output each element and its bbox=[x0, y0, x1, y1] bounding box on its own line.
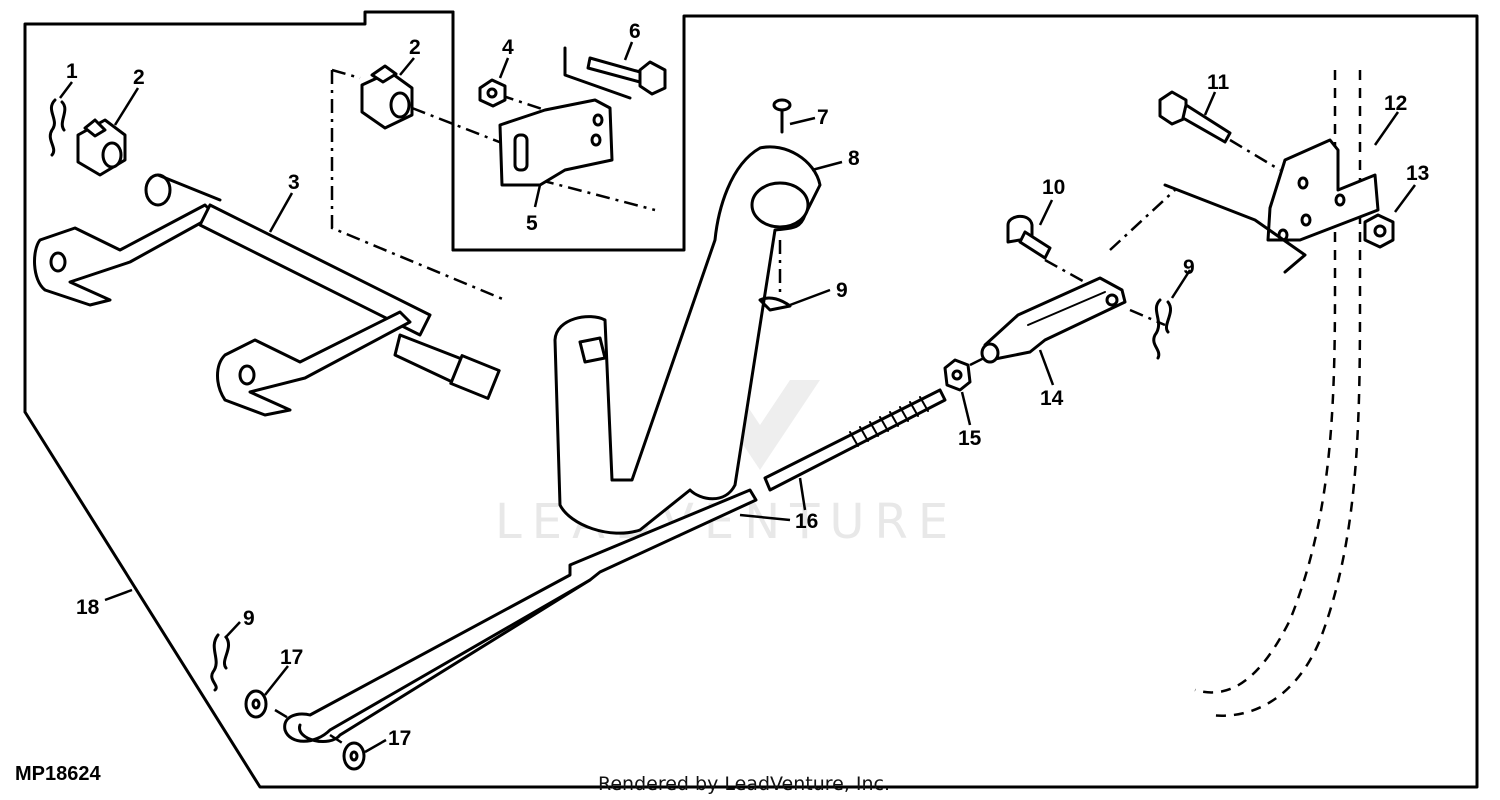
washer-17-bottom bbox=[342, 741, 366, 771]
callout-17-top: 17 bbox=[280, 646, 303, 669]
leader-lines bbox=[59, 41, 1417, 754]
callout-14: 14 bbox=[1040, 387, 1064, 410]
nut-15 bbox=[943, 358, 972, 392]
clevis-14 bbox=[980, 276, 1127, 364]
render-credit: Rendered by LeadVenture, Inc. bbox=[598, 773, 890, 795]
callout-1: 1 bbox=[66, 60, 78, 83]
cotter-pin-9-middle bbox=[758, 296, 792, 312]
nut-4 bbox=[478, 78, 507, 108]
rod-16 bbox=[283, 388, 947, 744]
callout-12: 12 bbox=[1384, 92, 1407, 115]
bolt-10 bbox=[1006, 214, 1052, 260]
callout-17-bottom: 17 bbox=[388, 727, 411, 750]
callout-11: 11 bbox=[1207, 71, 1230, 94]
cotter-pin-9-left bbox=[210, 633, 231, 692]
figure-code: MP18624 bbox=[15, 763, 101, 785]
callout-2-left: 2 bbox=[133, 66, 145, 89]
callout-13: 13 bbox=[1406, 162, 1429, 185]
bolt-6 bbox=[563, 46, 667, 100]
callout-15: 15 bbox=[958, 427, 982, 450]
callout-5: 5 bbox=[526, 212, 538, 235]
callout-9-right: 9 bbox=[1183, 256, 1195, 279]
callout-2-top: 2 bbox=[409, 36, 421, 59]
clevis-pin-7 bbox=[772, 98, 792, 134]
callouts: 1 2 2 3 4 5 6 7 8 9 9 9 10 11 12 13 14 1… bbox=[66, 20, 1429, 750]
callout-6: 6 bbox=[629, 20, 641, 43]
cotter-pin-9-right bbox=[1152, 298, 1173, 360]
pedal-8 bbox=[553, 145, 822, 535]
callout-8: 8 bbox=[848, 147, 860, 170]
callout-4: 4 bbox=[502, 36, 514, 59]
callout-9-middle: 9 bbox=[836, 279, 848, 302]
callout-3: 3 bbox=[288, 171, 300, 194]
collar-top bbox=[360, 64, 414, 130]
bracket-5 bbox=[498, 98, 614, 187]
collar-left bbox=[76, 118, 127, 177]
bracket-12 bbox=[1163, 138, 1380, 274]
callout-7: 7 bbox=[817, 106, 829, 129]
leader-18 bbox=[104, 588, 133, 602]
bolt-11 bbox=[1158, 90, 1232, 144]
nut-13 bbox=[1363, 213, 1395, 249]
callout-10: 10 bbox=[1042, 176, 1065, 199]
callout-9-left: 9 bbox=[243, 607, 255, 630]
callout-16: 16 bbox=[795, 510, 818, 533]
assembly-frame bbox=[23, 10, 1479, 789]
rockshaft bbox=[33, 173, 501, 417]
washer-17-top bbox=[244, 689, 268, 719]
spring-pin-1 bbox=[48, 98, 67, 157]
fender-outline bbox=[1194, 70, 1362, 717]
callout-18: 18 bbox=[76, 596, 100, 619]
